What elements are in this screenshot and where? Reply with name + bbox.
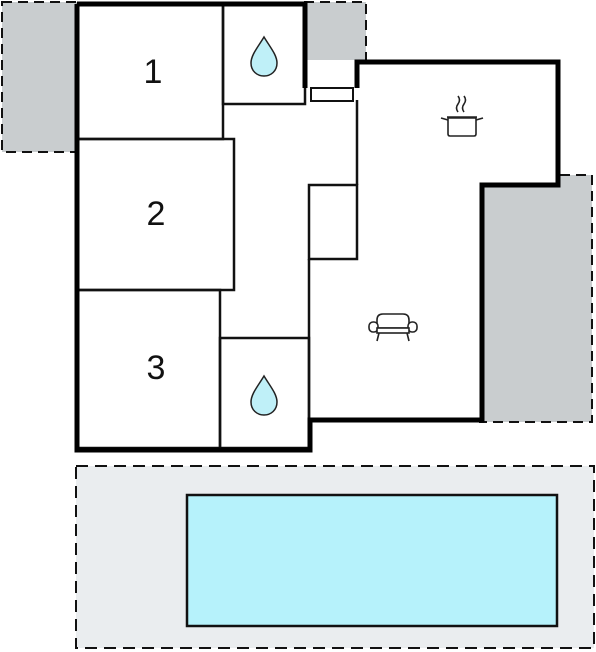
window <box>310 87 354 102</box>
room-label-2: 2 <box>147 195 166 233</box>
exterior-walls <box>74 1 561 453</box>
closet <box>307 183 359 261</box>
terrace-left <box>1 1 79 153</box>
sofa-icon <box>368 313 418 342</box>
terrace-right <box>479 174 593 423</box>
water-drop-icon <box>250 374 278 416</box>
cooking-pot-icon <box>440 95 484 137</box>
room-label-3: 3 <box>147 349 166 387</box>
swimming-pool <box>185 493 559 628</box>
water-drop-icon <box>250 35 278 77</box>
room-label-1: 1 <box>144 53 163 91</box>
house <box>76 4 558 450</box>
